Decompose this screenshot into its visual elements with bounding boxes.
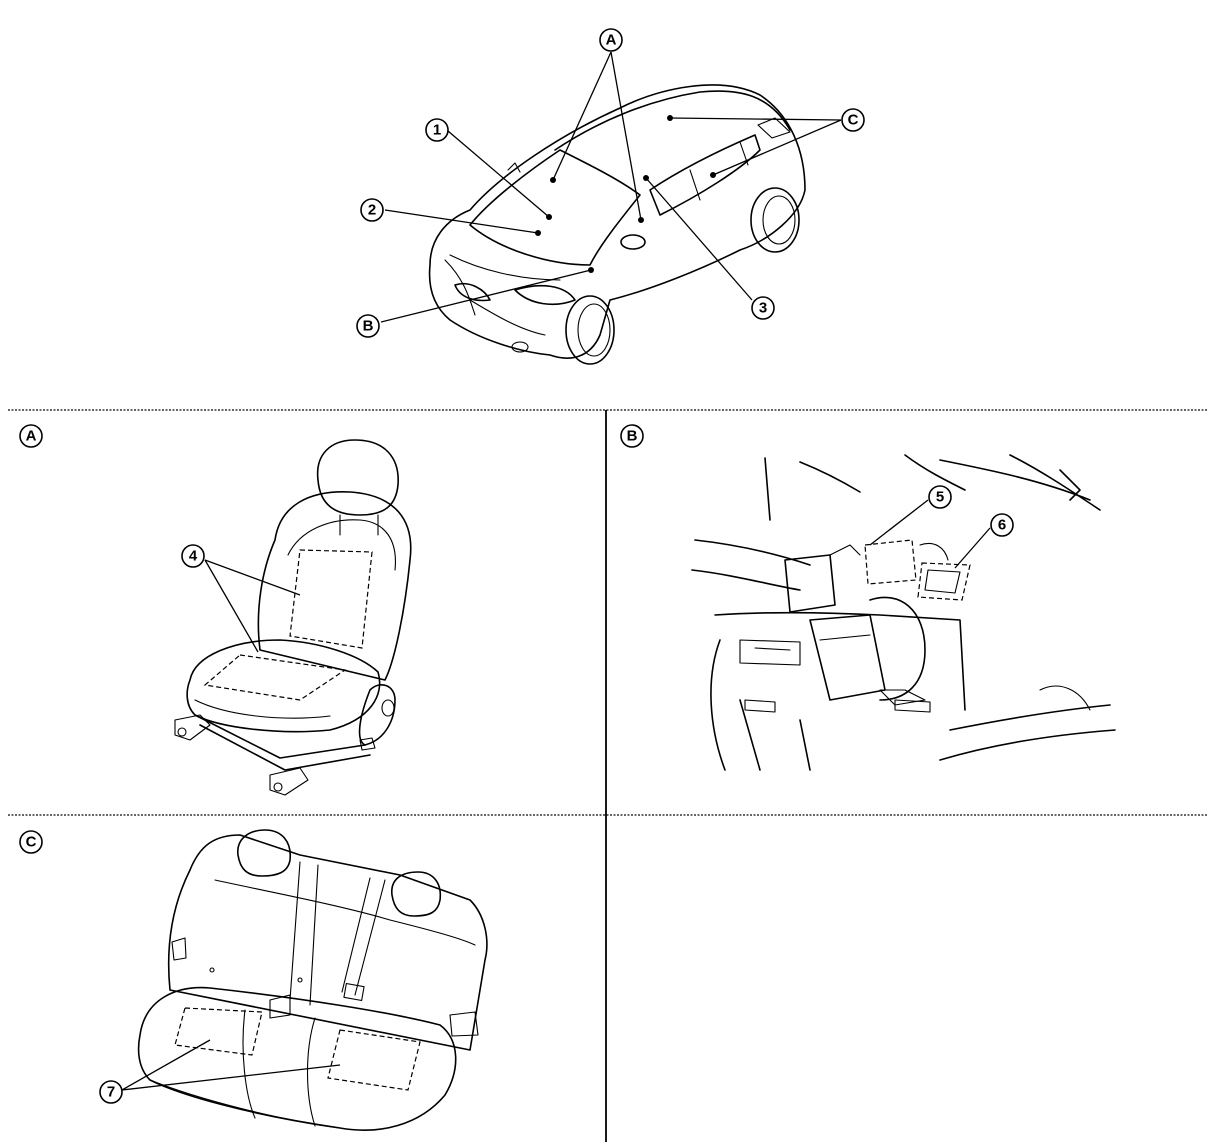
callout-B-top: B: [356, 314, 380, 338]
svg-text:7: 7: [107, 1084, 115, 1101]
panel-label-B: B: [620, 424, 644, 448]
svg-text:B: B: [627, 428, 638, 445]
svg-text:A: A: [606, 32, 617, 49]
callout-A-top: A: [599, 28, 623, 52]
panel-c-leaders: [121, 1039, 341, 1091]
panel-b-leaders: [869, 499, 991, 569]
svg-text:2: 2: [368, 202, 376, 219]
callout-6: 6: [990, 513, 1014, 537]
svg-text:3: 3: [759, 300, 767, 317]
svg-text:6: 6: [998, 517, 1006, 534]
dashboard-illustration: [691, 454, 1116, 771]
callout-2: 2: [360, 198, 384, 222]
callout-4: 4: [181, 544, 205, 568]
svg-text:B: B: [363, 318, 374, 335]
panel-label-A: A: [19, 424, 43, 448]
car-leader-lines: [380, 51, 842, 323]
callout-3: 3: [751, 296, 775, 320]
callout-C-top: C: [841, 108, 865, 132]
rear-seat-illustration: [137, 829, 488, 1131]
callout-5: 5: [928, 485, 952, 509]
svg-text:C: C: [26, 834, 37, 851]
svg-text:C: C: [848, 112, 859, 129]
svg-text:1: 1: [433, 122, 441, 139]
front-seat-illustration: [174, 439, 412, 796]
car-illustration: [428, 84, 806, 365]
svg-text:4: 4: [189, 548, 198, 565]
panel-a-leaders: [204, 559, 301, 653]
panel-label-C: C: [19, 830, 43, 854]
callout-1: 1: [425, 118, 449, 142]
svg-text:5: 5: [936, 489, 944, 506]
svg-text:A: A: [26, 428, 37, 445]
callout-7: 7: [99, 1080, 123, 1104]
